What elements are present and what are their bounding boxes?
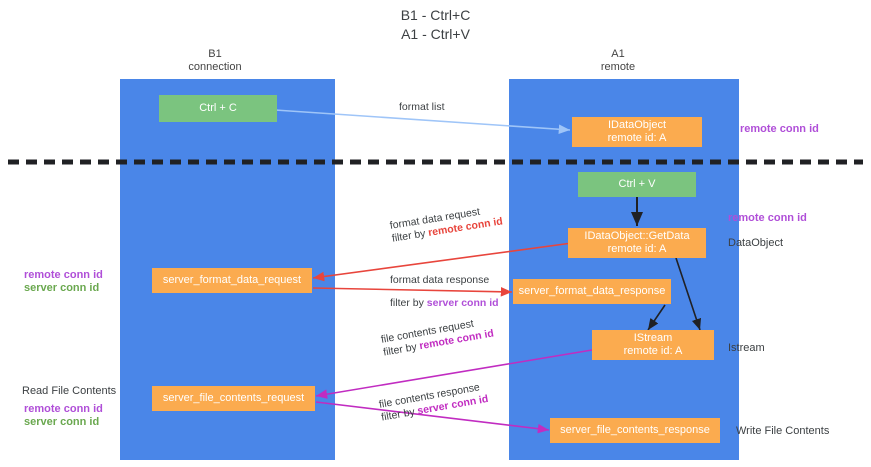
edge-label-format-data-request: format data request filter by remote con… bbox=[389, 202, 504, 245]
annotation-left-server-conn-id-mid: server conn id bbox=[24, 282, 100, 294]
box-ctrl-c[interactable]: Ctrl + C bbox=[159, 95, 277, 122]
edge-label-file-contents-response: file contents response filter by server … bbox=[378, 380, 489, 424]
box-idataobject[interactable]: IDataObject remote id: A bbox=[572, 117, 702, 147]
box-server-file-contents-request[interactable]: server_file_contents_request bbox=[152, 386, 315, 411]
box-ctrl-v-label: Ctrl + V bbox=[618, 178, 656, 190]
box-server-format-data-response-label: server_format_data_response bbox=[518, 285, 666, 297]
edge-label-format-data-response-filter: filter by server conn id bbox=[390, 297, 499, 310]
edge-label-format-list: format list bbox=[399, 101, 445, 114]
box-server-format-data-request-label: server_format_data_request bbox=[162, 274, 302, 286]
annotation-left-read-file-contents: Read File Contents bbox=[22, 385, 117, 397]
edge-label-format-list-text: format list bbox=[399, 101, 445, 113]
box-idataobject-sub: remote id: A bbox=[607, 132, 667, 144]
box-istream-label: IStream bbox=[633, 332, 673, 344]
annotation-right-remote-conn-id-top: remote conn id bbox=[740, 123, 819, 135]
edge-label-file-contents-request: file contents request filter by remote c… bbox=[380, 315, 495, 360]
annotation-left-remote-conn-id-bottom: remote conn id bbox=[24, 403, 103, 415]
box-istream[interactable]: IStream remote id: A bbox=[592, 330, 714, 360]
box-ctrl-c-label: Ctrl + C bbox=[199, 102, 237, 114]
box-idataobject-label: IDataObject bbox=[607, 119, 667, 131]
annotation-right-dataobject: DataObject bbox=[728, 237, 784, 249]
edge-label-format-data-response-text: format data response bbox=[390, 274, 490, 286]
lane-header-b1-subtitle: connection bbox=[188, 61, 242, 73]
box-idataobject-getdata[interactable]: IDataObject::GetData remote id: A bbox=[568, 228, 706, 258]
box-ctrl-v[interactable]: Ctrl + V bbox=[578, 172, 696, 197]
box-istream-sub: remote id: A bbox=[623, 345, 683, 357]
box-server-format-data-response[interactable]: server_format_data_response bbox=[513, 279, 671, 304]
lane-header-a1: A1 remote bbox=[558, 48, 678, 74]
box-idataobject-getdata-label: IDataObject::GetData bbox=[584, 230, 690, 242]
box-server-format-data-request[interactable]: server_format_data_request bbox=[152, 268, 312, 293]
diagram-title-line2: A1 - Ctrl+V bbox=[401, 26, 470, 42]
box-server-file-contents-response-label: server_file_contents_response bbox=[560, 424, 710, 436]
annotation-right-write-file-contents: Write File Contents bbox=[736, 425, 830, 437]
lane-header-b1: B1 connection bbox=[155, 48, 275, 74]
annotation-right-remote-conn-id-mid: remote conn id bbox=[728, 212, 807, 224]
box-server-file-contents-response[interactable]: server_file_contents_response bbox=[550, 418, 720, 443]
annotation-left-server-conn-id-bottom: server conn id bbox=[24, 416, 100, 428]
edge-label-format-data-response: format data response filter by server co… bbox=[390, 274, 499, 310]
edge-label-format-data-response-filter-value: server conn id bbox=[426, 297, 499, 309]
lane-header-a1-subtitle: remote bbox=[600, 61, 636, 73]
lane-header-b1-title: B1 bbox=[208, 48, 222, 60]
diagram-title-line1: B1 - Ctrl+C bbox=[400, 7, 471, 23]
diagram-title: B1 - Ctrl+C A1 - Ctrl+V bbox=[0, 6, 871, 44]
annotation-right-istream: Istream bbox=[728, 342, 765, 354]
box-server-file-contents-request-label: server_file_contents_request bbox=[162, 392, 305, 404]
edge-label-format-data-response-filter-prefix: filter by bbox=[390, 297, 427, 309]
box-idataobject-getdata-sub: remote id: A bbox=[607, 243, 667, 255]
annotation-left-remote-conn-id-mid: remote conn id bbox=[24, 269, 103, 281]
lane-header-a1-title: A1 bbox=[611, 48, 625, 60]
